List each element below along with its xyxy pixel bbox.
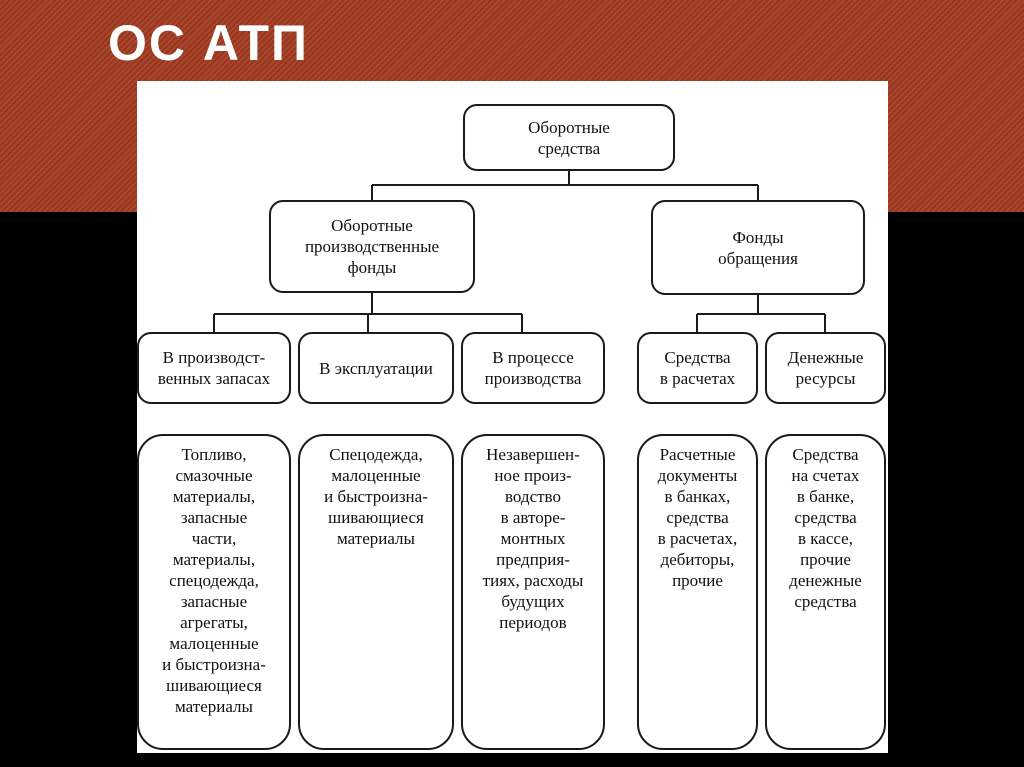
node-cash-items: Средства на счетах в банке, средства в к… <box>765 434 886 750</box>
node-circulation-funds: Фонды обращения <box>651 200 865 295</box>
node-in-production: В процессе производства <box>461 332 605 404</box>
node-in-settlements: Средства в расчетах <box>637 332 758 404</box>
node-working-capital: Оборотные средства <box>463 104 675 171</box>
node-settlement-items: Расчетные документы в банках, средства в… <box>637 434 758 750</box>
node-in-stock: В производст- венных запасах <box>137 332 291 404</box>
node-stock-items: Топливо, смазочные материалы, запасные ч… <box>137 434 291 750</box>
node-in-operation: В эксплуатации <box>298 332 454 404</box>
node-production-items: Незавершен- ное произ- водство в авторе-… <box>461 434 605 750</box>
node-production-funds: Оборотные производственные фонды <box>269 200 475 293</box>
node-cash-resources: Денежные ресурсы <box>765 332 886 404</box>
slide-title: ОС АТП <box>108 15 309 71</box>
diagram-panel: Оборотные средства Оборотные производств… <box>137 81 888 753</box>
node-operation-items: Спецодежда, малоценные и быстроизна- шив… <box>298 434 454 750</box>
connector-lines <box>213 169 826 332</box>
